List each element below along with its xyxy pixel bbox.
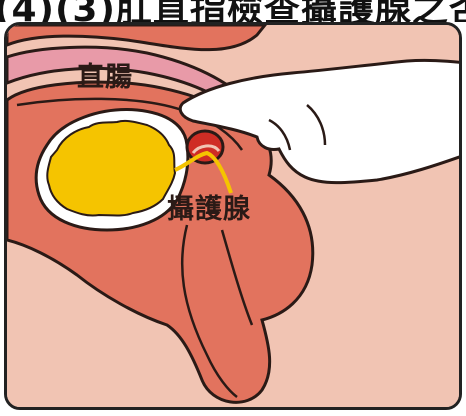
- prostate-label: 攝護腺: [167, 187, 251, 226]
- caption-strip: (4)(3)肛直指檢查攝護腺之否被(圖三): [0, 0, 466, 22]
- rectum-label: 直腸: [77, 55, 133, 94]
- diagram-panel: 直腸 攝護腺: [4, 22, 462, 410]
- caption-text: (4)(3)肛直指檢查攝護腺之否被(圖三): [0, 0, 466, 22]
